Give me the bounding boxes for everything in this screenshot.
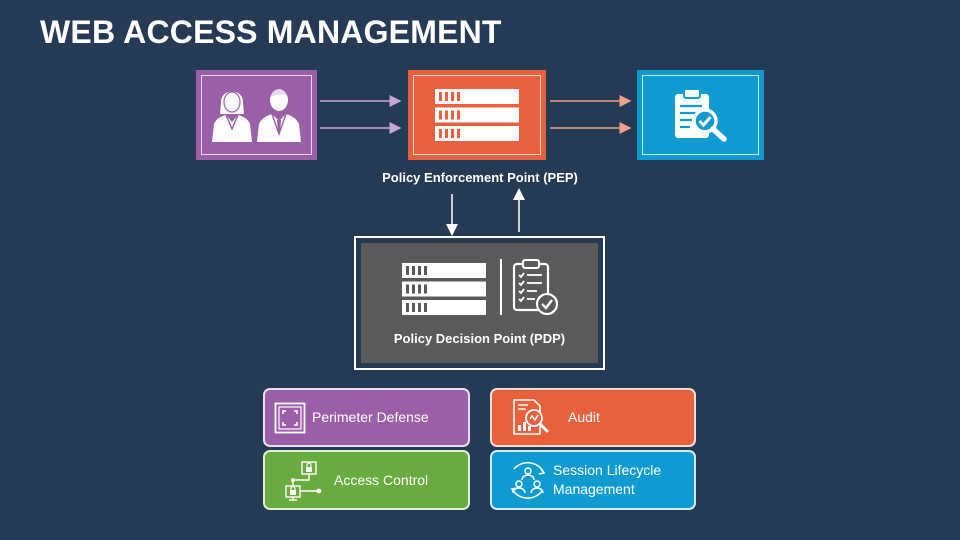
pdp-label: Policy Decision Point (PDP): [393, 331, 566, 346]
card-label: Session Lifecycle Management: [553, 461, 661, 499]
card-label: Audit: [568, 409, 600, 425]
user-cycle-icon: [510, 461, 546, 499]
pdp-divider: [500, 259, 502, 315]
card-label: Access Control: [334, 472, 429, 488]
pdp-node: Policy Decision Point (PDP): [354, 236, 605, 370]
card-session-lifecycle: Session Lifecycle Management: [490, 450, 696, 510]
card-access-control: Access Control: [263, 450, 470, 510]
card-label-line2: Management: [553, 481, 635, 497]
users-icon: [211, 87, 301, 142]
page-title: WEB ACCESS MANAGEMENT: [40, 14, 502, 50]
perimeter-icon: [274, 402, 306, 434]
server-icon: [435, 89, 519, 141]
clipboard-check-magnifier-icon: [674, 88, 727, 142]
pep-node: [408, 70, 546, 160]
audit-report-icon: [513, 399, 549, 435]
checklist-icon: [512, 259, 559, 316]
users-node: [196, 70, 317, 160]
pep-label: Policy Enforcement Point (PEP): [382, 170, 578, 185]
card-label: Perimeter Defense: [312, 409, 429, 425]
network-lock-icon: [285, 461, 322, 501]
server-icon: [402, 263, 486, 315]
resource-node: [637, 70, 764, 160]
card-perimeter-defense: Perimeter Defense: [263, 388, 470, 447]
card-audit: Audit: [490, 388, 696, 447]
card-label-line1: Session Lifecycle: [553, 462, 662, 478]
